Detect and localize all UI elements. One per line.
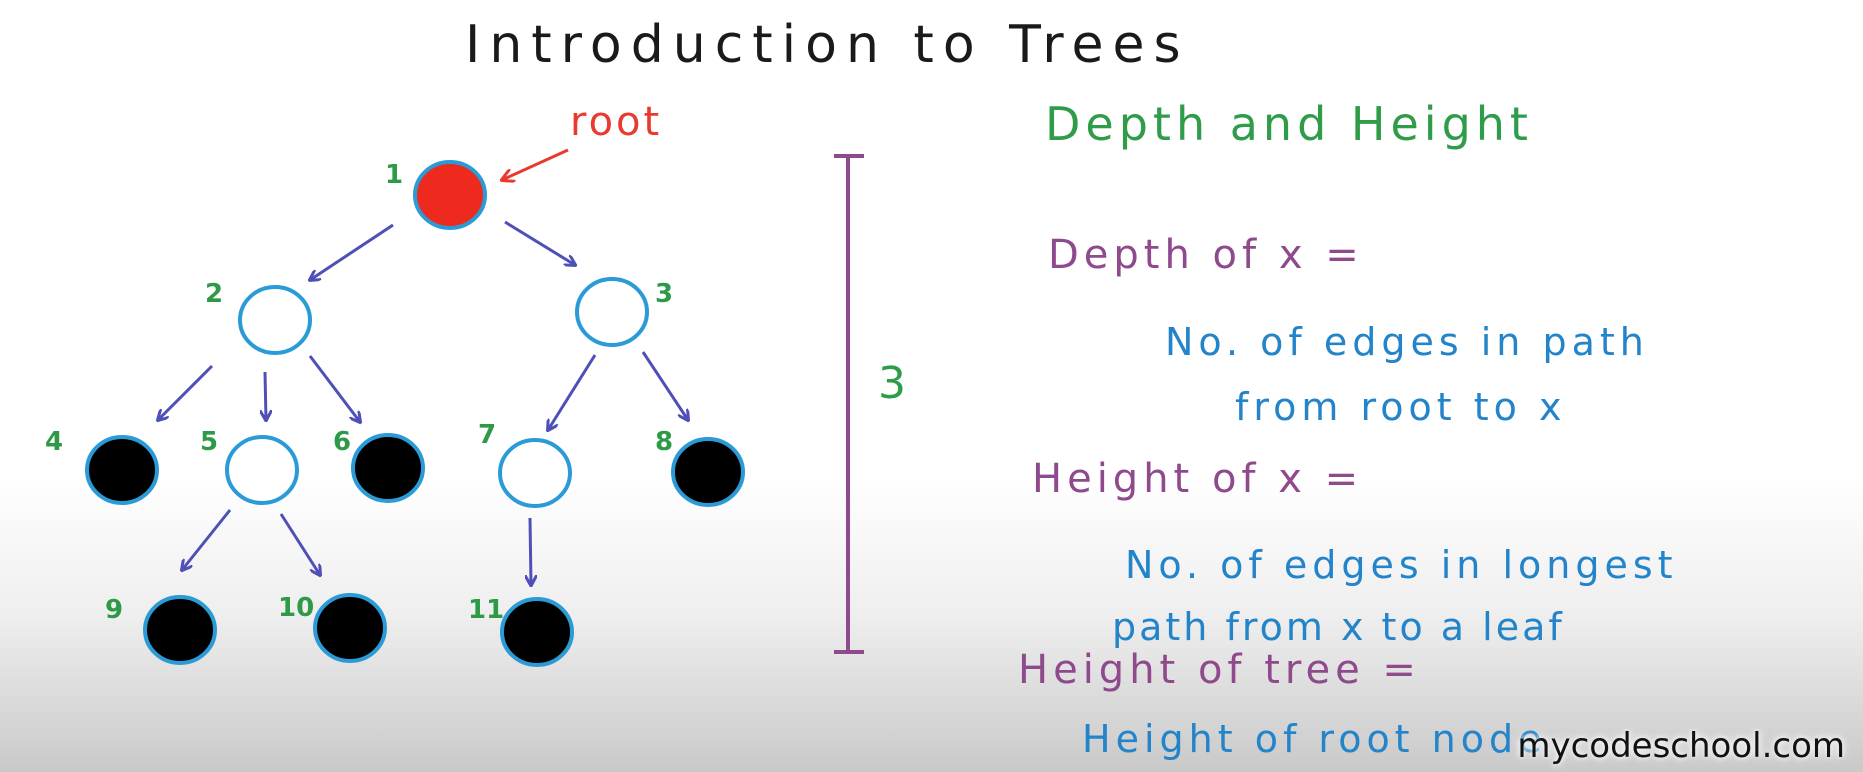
tree-node-label-10: 10 (278, 593, 314, 623)
tree-node-1 (413, 160, 487, 230)
notes-heading: Depth and Height (1045, 97, 1533, 151)
tree-node-label-7: 7 (478, 420, 496, 450)
tree-height-definition: Height of tree = (1018, 647, 1421, 693)
edge-3-to-7 (548, 354, 597, 430)
page-title: Introduction to Trees (465, 15, 1190, 75)
edge-5-to-10 (279, 513, 320, 575)
tree-node-8 (671, 437, 745, 507)
tree-edges (158, 220, 688, 585)
edge-1-to-2 (310, 223, 394, 280)
tree-node-label-1: 1 (385, 160, 403, 190)
tree-node-label-11: 11 (468, 595, 504, 625)
tree-node-3 (575, 277, 649, 347)
tree-node-label-4: 4 (45, 427, 63, 457)
tree-node-4 (85, 435, 159, 505)
depth-description-line-2: from root to x (1235, 385, 1567, 429)
watermark: mycodeschool.com (1517, 726, 1845, 766)
tree-height-description: Height of root node (1082, 717, 1547, 761)
height-description-line-2: path from x to a leaf (1112, 605, 1565, 649)
tree-node-9 (143, 595, 217, 665)
edge-2-to-4 (158, 364, 214, 420)
tree-node-2 (238, 285, 312, 355)
edge-1-to-3 (504, 220, 575, 265)
tree-node-label-2: 2 (205, 279, 223, 309)
tree-node-label-9: 9 (105, 595, 123, 625)
tree-node-label-6: 6 (333, 427, 351, 457)
depth-definition: Depth of x = (1048, 232, 1364, 278)
root-arrow (502, 148, 569, 180)
tree-node-7 (498, 438, 572, 508)
tree-node-6 (351, 433, 425, 503)
height-marker: 3 (878, 358, 906, 409)
height-description-line-1: No. of edges in longest (1125, 543, 1678, 587)
tree-node-label-8: 8 (655, 427, 673, 457)
edge-2-to-5 (265, 371, 266, 420)
root-label: root (570, 99, 662, 145)
tree-node-label-3: 3 (655, 279, 673, 309)
edge-3-to-8 (641, 351, 688, 420)
tree-node-10 (313, 593, 387, 663)
tree-node-label-5: 5 (200, 427, 218, 457)
tree-node-5 (225, 435, 299, 505)
tree-nodes: 1 2 3 4 5 6 7 8 9 10 11 (45, 160, 745, 667)
height-bracket (834, 154, 864, 654)
depth-description-line-1: No. of edges in path (1165, 320, 1649, 364)
tree-node-11 (500, 597, 574, 667)
edge-5-to-9 (182, 509, 232, 570)
edge-7-to-11 (530, 517, 531, 585)
edge-2-to-6 (308, 355, 360, 422)
height-definition: Height of x = (1032, 456, 1363, 502)
